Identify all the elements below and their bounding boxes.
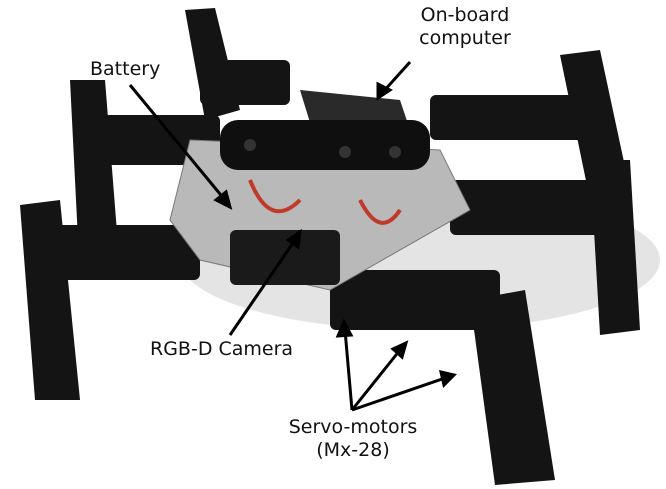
label-servo-motors: Servo-motors (Mx-28) xyxy=(268,416,438,462)
leg-front-left xyxy=(20,200,200,400)
label-line: Servo-motors xyxy=(288,416,418,438)
label-line: On-board xyxy=(420,4,510,26)
leg-front-right xyxy=(330,270,555,485)
wires xyxy=(248,179,402,225)
label-battery: Battery xyxy=(90,58,161,80)
servo-block xyxy=(230,230,340,285)
leg-back-left xyxy=(185,8,290,120)
label-line: computer xyxy=(419,27,511,49)
label-rgbd-camera: RGB-D Camera xyxy=(150,338,294,360)
rgbd-camera xyxy=(220,120,430,170)
label-onboard-computer: On-board computer xyxy=(400,4,530,50)
label-line: (Mx-28) xyxy=(316,439,390,461)
leg-mid-right xyxy=(450,160,640,335)
annotation-arrows xyxy=(128,60,457,412)
